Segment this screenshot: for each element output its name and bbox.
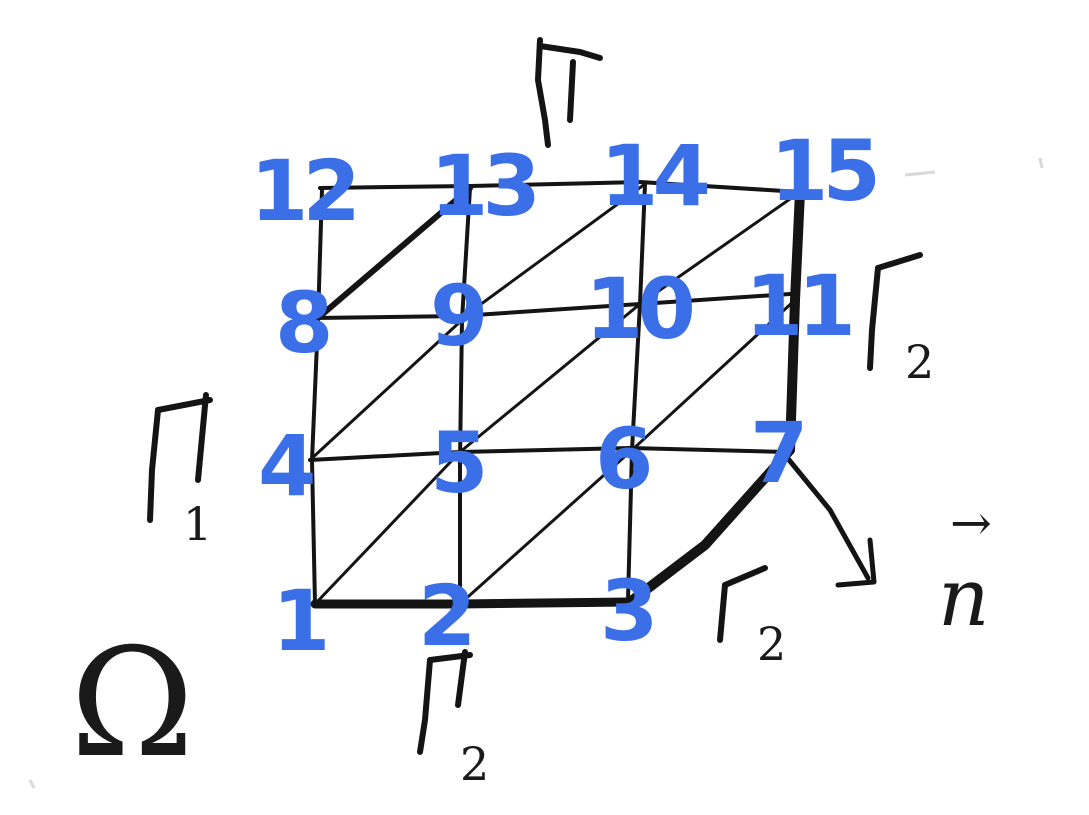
gamma-bottom-label <box>417 649 473 755</box>
node-label-11: 11 <box>745 257 850 355</box>
node-label-3: 3 <box>600 562 652 660</box>
node-label-10: 10 <box>585 260 692 358</box>
omega-domain-label: Ω <box>70 617 194 791</box>
diagonal <box>315 185 473 321</box>
diagonal <box>313 450 462 606</box>
boundary-slant <box>625 445 795 607</box>
gamma-top-label <box>535 37 603 148</box>
grid-col-3 <box>626 182 647 602</box>
node-label-12: 12 <box>250 142 355 240</box>
diagonal <box>630 298 797 452</box>
node-label-5: 5 <box>430 414 483 512</box>
node-label-4: 4 <box>258 417 313 515</box>
diagonal <box>460 182 647 320</box>
diagonal <box>638 190 802 306</box>
node-label-14: 14 <box>600 127 707 225</box>
gamma-right-label <box>867 252 923 371</box>
grid-row-top <box>318 180 802 194</box>
node-label-9: 9 <box>430 267 484 365</box>
node-label-8: 8 <box>275 274 329 372</box>
node-labels: 1 2 3 4 5 6 7 8 9 10 11 12 13 14 15 <box>250 122 881 670</box>
diagonal <box>458 448 634 606</box>
node-label-15: 15 <box>770 122 875 220</box>
node-label-2: 2 <box>418 567 470 665</box>
normal-arrow-mark: → <box>950 494 992 552</box>
node-label-7: 7 <box>750 404 802 502</box>
gamma-slant-subscript: 2 <box>757 617 786 671</box>
gamma-right-subscript: 2 <box>905 335 934 389</box>
gamma-slant-label <box>717 565 768 643</box>
normal-vector <box>782 452 877 588</box>
grid-col-left <box>310 188 324 606</box>
grid-row-3 <box>313 292 792 320</box>
gamma-left-subscript: 1 <box>183 497 212 551</box>
boundary-labels: 1 2 2 2 <box>147 37 934 791</box>
mesh-grid <box>308 180 805 609</box>
grid-row-bottom <box>310 597 635 609</box>
node-label-6: 6 <box>595 410 649 508</box>
diagonal <box>308 318 464 462</box>
gamma-left-label <box>147 392 213 523</box>
node-label-13: 13 <box>430 137 535 235</box>
node-label-1: 1 <box>272 572 325 670</box>
diagonal <box>458 302 642 454</box>
grid-row-2 <box>308 446 787 462</box>
gamma-bottom-subscript: 2 <box>460 737 489 791</box>
normal-label: n <box>938 551 990 644</box>
grid-col-2 <box>458 186 472 606</box>
paper-marks <box>28 157 1044 789</box>
